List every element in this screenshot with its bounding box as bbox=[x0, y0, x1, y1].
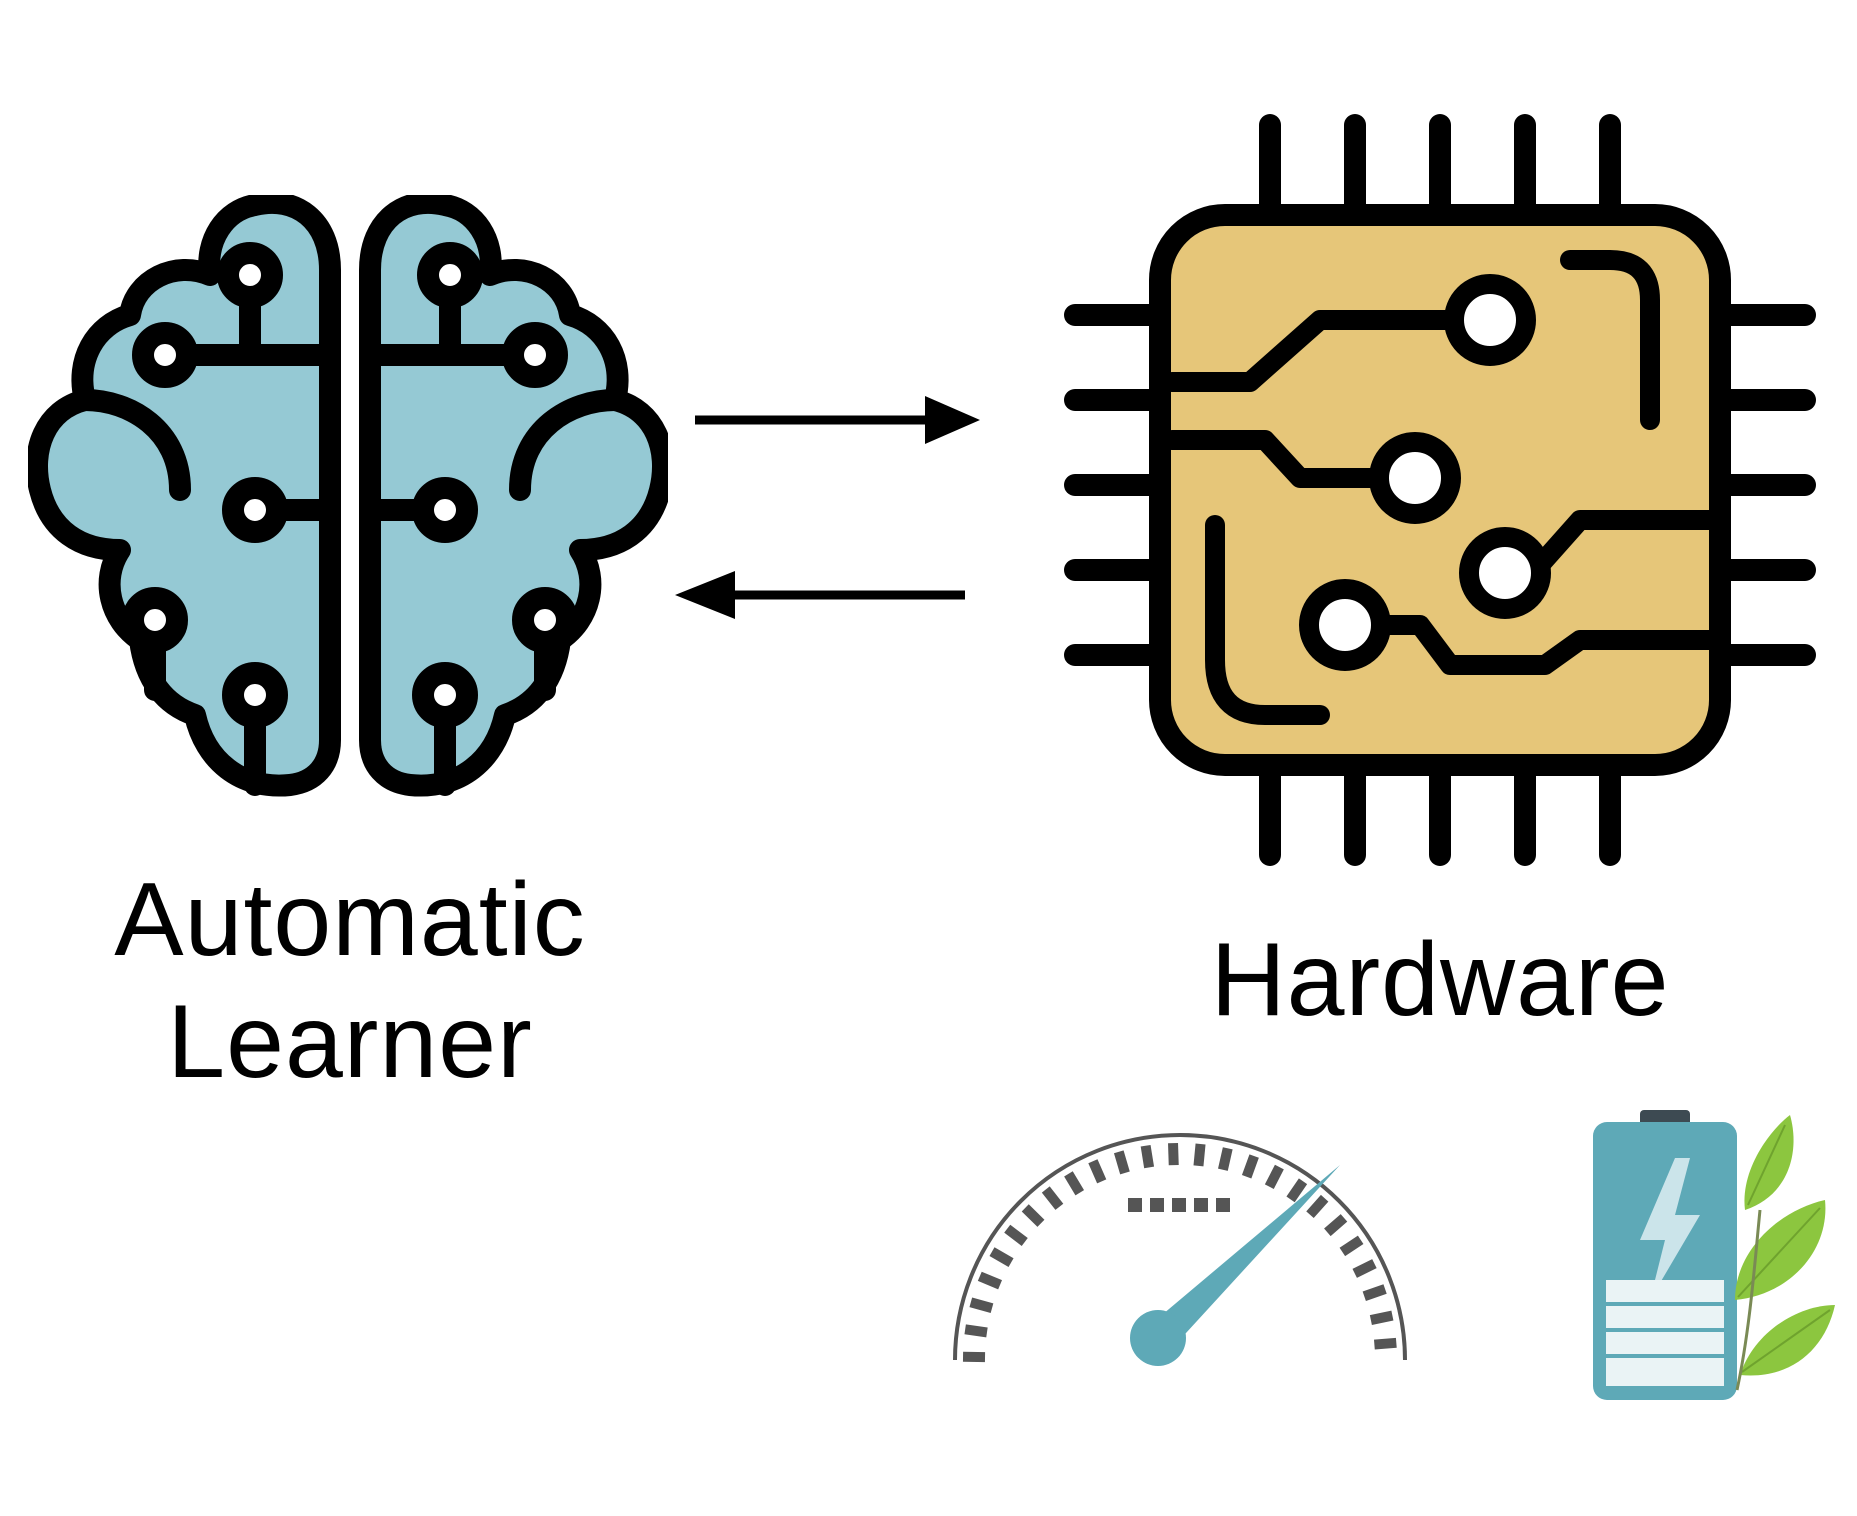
gauge-tick bbox=[1168, 1142, 1179, 1166]
brain-node bbox=[512, 587, 578, 653]
gauge-tick bbox=[964, 1324, 988, 1338]
arrow-to-hardware bbox=[695, 396, 980, 444]
gauge-tick bbox=[1286, 1178, 1308, 1203]
eco-battery-icon bbox=[1593, 1110, 1835, 1400]
gauge-tick bbox=[1021, 1204, 1045, 1227]
battery-charge-level bbox=[1606, 1280, 1724, 1386]
gauge-tick bbox=[1352, 1259, 1377, 1278]
brain-node bbox=[502, 322, 568, 388]
speedometer-icon bbox=[953, 1133, 1407, 1366]
brain-node bbox=[217, 242, 283, 308]
gauge-tick bbox=[1339, 1235, 1364, 1257]
chip-node bbox=[1459, 527, 1551, 619]
brain-circuit-icon bbox=[28, 195, 668, 797]
brain-node bbox=[412, 662, 478, 728]
bolt-icon bbox=[1640, 1158, 1700, 1300]
gauge-tick bbox=[1241, 1154, 1259, 1179]
leaf-icon bbox=[1740, 1305, 1835, 1376]
gauge-tick bbox=[1004, 1224, 1028, 1246]
gauge-tick bbox=[1324, 1214, 1348, 1237]
brain-node bbox=[222, 477, 288, 543]
brain-node bbox=[132, 322, 198, 388]
leaf-icon bbox=[1735, 1200, 1826, 1300]
gauge-tick bbox=[969, 1297, 994, 1314]
gauge-tick bbox=[1362, 1284, 1387, 1301]
gauge-tick bbox=[1306, 1194, 1329, 1218]
hardware-label: Hardware bbox=[1210, 922, 1670, 1038]
gauge-tick bbox=[1140, 1144, 1155, 1169]
gauge-tick bbox=[1064, 1171, 1085, 1196]
chip-node bbox=[1299, 579, 1391, 671]
chip-node bbox=[1369, 432, 1461, 524]
gauge-tick bbox=[1113, 1150, 1130, 1175]
arrow-to-learner bbox=[675, 571, 965, 619]
brain-node bbox=[222, 662, 288, 728]
gauge-tick bbox=[989, 1247, 1014, 1267]
microchip-icon bbox=[1064, 114, 1816, 866]
gauge-tick bbox=[1193, 1143, 1206, 1167]
gauge-tick bbox=[1041, 1186, 1064, 1210]
brain-node bbox=[122, 587, 188, 653]
gauge-tick bbox=[1264, 1164, 1284, 1189]
gauge-hub bbox=[1130, 1310, 1186, 1366]
learner-label-line1: Automatic bbox=[114, 862, 586, 978]
learner-label: Automatic Learner bbox=[40, 860, 660, 1103]
chip-node bbox=[1444, 274, 1536, 366]
learner-label-line2: Learner bbox=[167, 983, 533, 1100]
gauge-tick bbox=[1088, 1159, 1107, 1184]
gauge-tick bbox=[1369, 1310, 1394, 1325]
leaf-icon bbox=[1744, 1115, 1794, 1210]
gauge-tick bbox=[977, 1271, 1003, 1290]
gauge-tick bbox=[1373, 1337, 1397, 1350]
brain-node bbox=[417, 242, 483, 308]
brain-node bbox=[412, 477, 478, 543]
gauge-tick bbox=[1218, 1147, 1233, 1171]
gauge-needle bbox=[1150, 1165, 1340, 1345]
